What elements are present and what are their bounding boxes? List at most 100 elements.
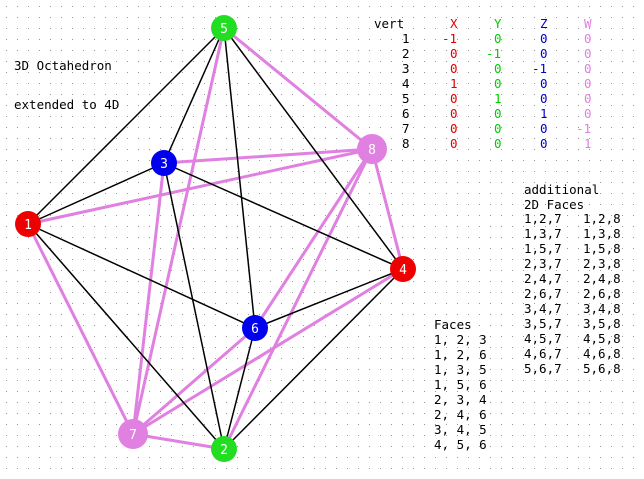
grid-dot	[347, 17, 348, 18]
grid-dot	[50, 83, 51, 84]
grid-dot	[39, 380, 40, 381]
grid-dot	[413, 193, 414, 194]
grid-dot	[501, 116, 502, 117]
grid-dot	[534, 6, 535, 7]
additional-face-8-b: 4,5,8	[583, 331, 621, 346]
grid-dot	[402, 358, 403, 359]
grid-dot	[259, 446, 260, 447]
grid-dot	[61, 28, 62, 29]
grid-dot	[600, 204, 601, 205]
grid-dot	[567, 138, 568, 139]
grid-dot	[490, 94, 491, 95]
grid-dot	[457, 116, 458, 117]
grid-dot	[259, 94, 260, 95]
grid-dot	[567, 468, 568, 469]
grid-dot	[633, 17, 634, 18]
grid-dot	[171, 468, 172, 469]
grid-dot	[171, 226, 172, 227]
grid-dot	[94, 369, 95, 370]
grid-dot	[336, 127, 337, 128]
grid-dot	[149, 259, 150, 260]
grid-dot	[303, 105, 304, 106]
grid-dot	[105, 83, 106, 84]
table-row-6-w: 0	[584, 106, 592, 121]
grid-dot	[336, 17, 337, 18]
grid-dot	[303, 72, 304, 73]
grid-dot	[292, 468, 293, 469]
grid-dot	[391, 336, 392, 337]
diagram-title: 3D Octahedron extended to 4D	[14, 33, 119, 137]
grid-dot	[512, 347, 513, 348]
grid-dot	[127, 6, 128, 7]
grid-dot	[501, 83, 502, 84]
grid-dot	[237, 248, 238, 249]
grid-dot	[105, 171, 106, 172]
grid-dot	[6, 435, 7, 436]
grid-dot	[501, 259, 502, 260]
grid-dot	[512, 292, 513, 293]
grid-dot	[149, 402, 150, 403]
grid-dot	[116, 369, 117, 370]
grid-dot	[446, 270, 447, 271]
grid-dot	[545, 237, 546, 238]
grid-dot	[325, 402, 326, 403]
grid-dot	[446, 193, 447, 194]
grid-dot	[281, 171, 282, 172]
grid-dot	[105, 149, 106, 150]
grid-dot	[248, 413, 249, 414]
grid-dot	[556, 127, 557, 128]
grid-dot	[391, 182, 392, 183]
grid-dot	[468, 50, 469, 51]
grid-dot	[116, 83, 117, 84]
grid-dot	[347, 292, 348, 293]
grid-dot	[600, 413, 601, 414]
grid-dot	[435, 226, 436, 227]
grid-dot	[523, 182, 524, 183]
grid-dot	[402, 435, 403, 436]
table-row-8-w: 1	[584, 136, 592, 151]
grid-dot	[292, 314, 293, 315]
grid-dot	[633, 171, 634, 172]
grid-dot	[435, 380, 436, 381]
grid-dot	[435, 413, 436, 414]
grid-dot	[424, 446, 425, 447]
grid-dot	[116, 468, 117, 469]
grid-dot	[116, 248, 117, 249]
grid-dot	[248, 281, 249, 282]
grid-dot	[171, 28, 172, 29]
grid-dot	[182, 28, 183, 29]
grid-dot	[622, 314, 623, 315]
grid-dot	[149, 369, 150, 370]
grid-dot	[259, 270, 260, 271]
grid-dot	[6, 380, 7, 381]
grid-dot	[138, 17, 139, 18]
additional-face-0-a: 1,2,7	[524, 211, 562, 226]
grid-dot	[578, 193, 579, 194]
grid-dot	[545, 413, 546, 414]
grid-dot	[479, 105, 480, 106]
grid-dot	[28, 94, 29, 95]
grid-dot	[380, 204, 381, 205]
grid-dot	[72, 83, 73, 84]
grid-dot	[270, 94, 271, 95]
grid-dot	[61, 182, 62, 183]
grid-dot	[633, 325, 634, 326]
grid-dot	[402, 17, 403, 18]
grid-dot	[512, 336, 513, 337]
grid-dot	[589, 50, 590, 51]
grid-dot	[578, 248, 579, 249]
grid-dot	[600, 17, 601, 18]
grid-dot	[501, 28, 502, 29]
grid-dot	[523, 336, 524, 337]
grid-dot	[380, 215, 381, 216]
grid-dot	[424, 50, 425, 51]
grid-dot	[611, 292, 612, 293]
grid-dot	[523, 105, 524, 106]
grid-dot	[314, 61, 315, 62]
grid-dot	[50, 72, 51, 73]
grid-dot	[512, 17, 513, 18]
grid-dot	[259, 138, 260, 139]
grid-dot	[193, 325, 194, 326]
grid-dot	[314, 171, 315, 172]
grid-dot	[72, 160, 73, 161]
